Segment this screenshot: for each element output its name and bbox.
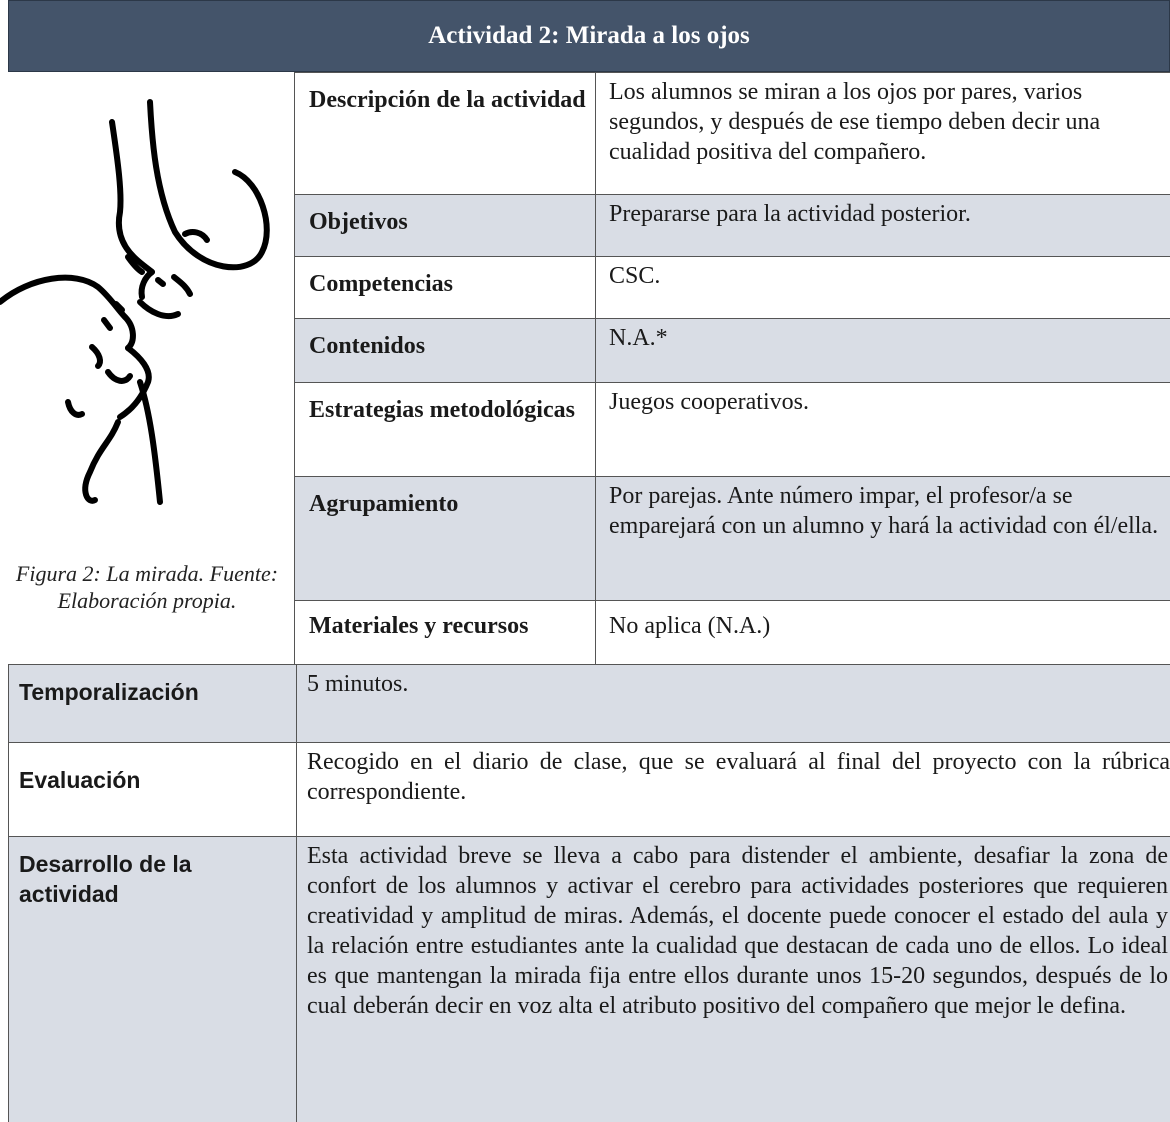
row-desarrollo: Desarrollo de la actividad Esta activida…	[8, 836, 1170, 1122]
faces-illustration	[0, 99, 270, 505]
row-temporalizacion: Temporalización 5 minutos.	[8, 664, 1170, 742]
info-row-descripcion: Descripción de la actividad Los alumnos …	[294, 72, 1170, 194]
row-value: Recogido en el diario de clase, que se e…	[296, 743, 1170, 836]
info-value: No aplica (N.A.)	[595, 601, 1170, 664]
info-label: Materiales y recursos	[309, 613, 529, 639]
info-value: N.A.*	[595, 319, 1170, 382]
info-row-objetivos: Objetivos Prepararse para la actividad p…	[294, 194, 1170, 256]
info-value: CSC.	[595, 257, 1170, 318]
info-label: Agrupamiento	[309, 491, 459, 517]
row-value: Esta actividad breve se lleva a cabo par…	[296, 837, 1170, 1122]
info-label: Competencias	[309, 271, 453, 297]
activity-title: Actividad 2: Mirada a los ojos	[428, 22, 750, 49]
info-row-contenidos: Contenidos N.A.*	[294, 318, 1170, 382]
info-row-agrupamiento: Agrupamiento Por parejas. Ante número im…	[294, 476, 1170, 600]
info-label: Estrategias metodológicas	[309, 397, 575, 423]
activity-title-bar: Actividad 2: Mirada a los ojos	[8, 0, 1170, 72]
info-row-competencias: Competencias CSC.	[294, 256, 1170, 318]
info-value: Los alumnos se miran a los ojos por pare…	[595, 73, 1170, 194]
info-label: Descripción de la actividad	[309, 87, 586, 113]
row-label: Desarrollo de la actividad	[19, 851, 192, 907]
info-value: Juegos cooperativos.	[595, 383, 1170, 476]
info-value: Prepararse para la actividad posterior.	[595, 195, 1170, 256]
info-label: Objetivos	[309, 209, 408, 235]
figure-caption: Figura 2: La mirada. Fuente: Elaboración…	[15, 561, 279, 613]
info-row-materiales: Materiales y recursos No aplica (N.A.)	[294, 600, 1170, 664]
figure-area: Figura 2: La mirada. Fuente: Elaboración…	[0, 72, 294, 664]
info-value: Por parejas. Ante número impar, el profe…	[595, 477, 1170, 600]
row-label: Evaluación	[19, 767, 141, 793]
info-label: Contenidos	[309, 333, 426, 359]
info-row-estrategias: Estrategias metodológicas Juegos coopera…	[294, 382, 1170, 476]
row-label: Temporalización	[19, 679, 199, 705]
row-value: 5 minutos.	[296, 665, 1170, 742]
row-evaluacion: Evaluación Recogido en el diario de clas…	[8, 742, 1170, 836]
